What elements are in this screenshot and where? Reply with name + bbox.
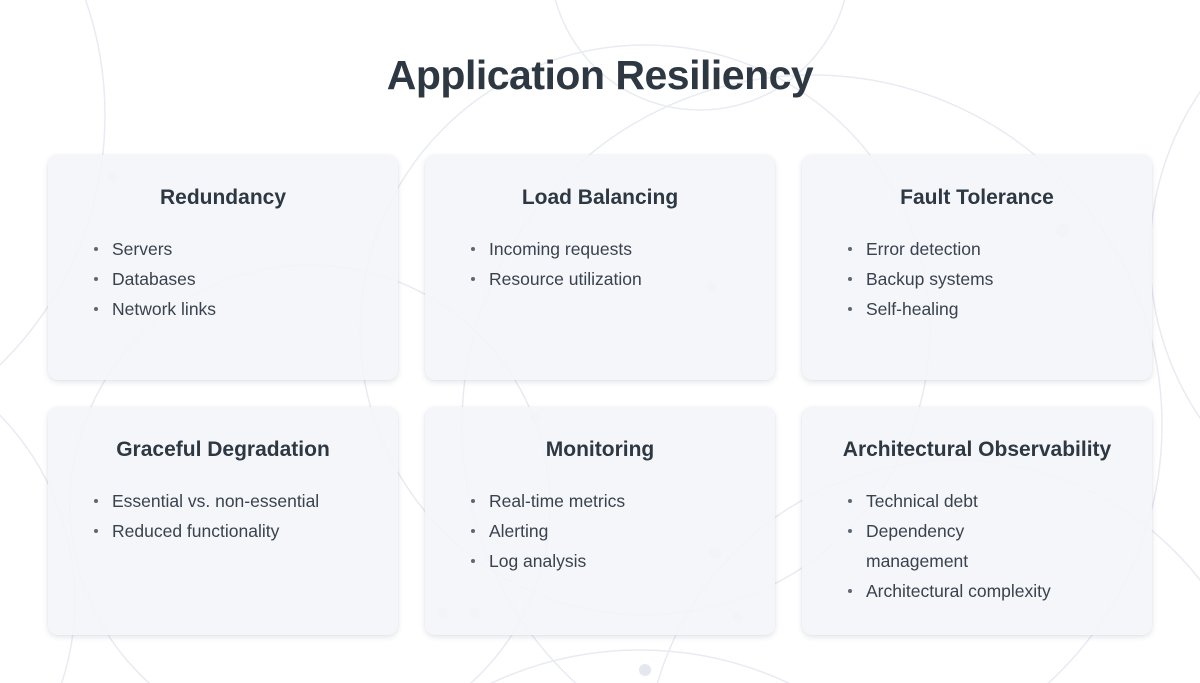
- list-item: Error detection: [846, 234, 1134, 264]
- list-item-text: Log analysis: [489, 551, 587, 571]
- page-title: Application Resiliency: [386, 52, 814, 98]
- list-item-text: Incoming requests: [489, 239, 632, 259]
- list-item-text: Databases: [112, 269, 196, 289]
- list-item: Reduced functionality: [92, 516, 380, 546]
- list-item: Backup systems: [846, 264, 1134, 294]
- card-title: Monitoring: [545, 438, 655, 461]
- bullet-icon: [848, 499, 852, 503]
- list-item-text: Real-time metrics: [489, 491, 626, 511]
- list-item-text: Resource utilization: [489, 269, 642, 289]
- list-item-text: Alerting: [489, 521, 549, 541]
- bullet-icon: [471, 529, 475, 533]
- list-item-text: Network links: [112, 299, 217, 319]
- card-title: Load Balancing: [521, 186, 679, 209]
- bullet-icon: [94, 499, 98, 503]
- list-item: Dependency management: [846, 516, 1134, 576]
- bullet-icon: [471, 559, 475, 563]
- list-item: Self-healing: [846, 294, 1134, 324]
- card-title: Redundancy: [159, 186, 287, 209]
- list-item-text: Architectural complexity: [866, 581, 1051, 601]
- list-item-text: Self-healing: [866, 299, 959, 319]
- list-item-text: Servers: [112, 239, 173, 259]
- card: Architectural Observability Technical de…: [802, 407, 1152, 635]
- bullet-icon: [848, 247, 852, 251]
- list-item-text: Error detection: [866, 239, 981, 259]
- list-item: Databases: [92, 264, 380, 294]
- bullet-icon: [471, 247, 475, 251]
- bullet-icon: [848, 277, 852, 281]
- list-item: Log analysis: [469, 546, 757, 576]
- bullet-icon: [94, 247, 98, 251]
- list-item-text: Essential vs. non-essential: [112, 491, 320, 511]
- list-item: Real-time metrics: [469, 486, 757, 516]
- list-item-text: Technical debt: [866, 491, 978, 511]
- card: Graceful Degradation Essential vs. non-e…: [48, 407, 398, 635]
- list-item-text: Dependency management: [866, 521, 969, 571]
- list-item: Servers: [92, 234, 380, 264]
- list-item: Incoming requests: [469, 234, 757, 264]
- bullet-icon: [94, 307, 98, 311]
- bullet-icon: [471, 277, 475, 281]
- list-item-text: Backup systems: [866, 269, 994, 289]
- list-item-text: Reduced functionality: [112, 521, 280, 541]
- bullet-icon: [94, 277, 98, 281]
- bullet-icon: [848, 307, 852, 311]
- card-title: Architectural Observability: [842, 438, 1112, 461]
- list-item: Technical debt: [846, 486, 1134, 516]
- bullet-icon: [848, 589, 852, 593]
- list-item: Essential vs. non-essential: [92, 486, 380, 516]
- bullet-icon: [848, 529, 852, 533]
- card-title: Fault Tolerance: [900, 186, 1054, 209]
- card-title: Graceful Degradation: [116, 438, 330, 461]
- list-item: Network links: [92, 294, 380, 324]
- list-item: Architectural complexity: [846, 576, 1134, 606]
- list-item: Alerting: [469, 516, 757, 546]
- bullet-icon: [471, 499, 475, 503]
- bullet-icon: [94, 529, 98, 533]
- list-item: Resource utilization: [469, 264, 757, 294]
